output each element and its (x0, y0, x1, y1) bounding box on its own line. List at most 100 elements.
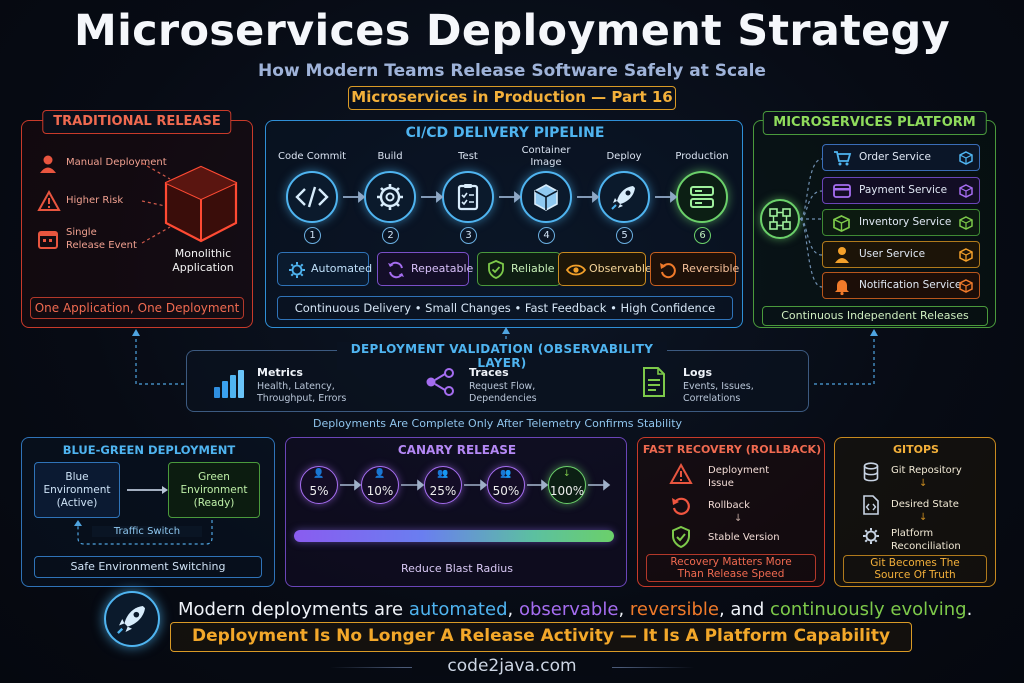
canary-step-10: 👤 10% (361, 466, 399, 504)
service-order: Order Service (822, 144, 980, 171)
stage-test (442, 171, 494, 223)
metrics-detail-2: Throughput, Errors (257, 393, 347, 404)
blue-environment: Blue Environment (Active) (34, 462, 120, 518)
higher-risk-label: Higher Risk (66, 195, 124, 206)
credit-card-icon (833, 184, 851, 198)
service-inventory: Inventory Service (822, 209, 980, 236)
traditional-release-panel: TRADITIONAL RELEASE Manual Deployment Hi… (21, 110, 253, 328)
shield-check-icon (488, 260, 504, 279)
stable-version-label: Stable Version (708, 532, 780, 543)
monolith-label-1: Monolithic (174, 247, 232, 260)
clipboard-check-icon (457, 184, 479, 211)
blue-green-panel: BLUE-GREEN DEPLOYMENT Blue Environment (… (21, 437, 275, 587)
canary-progress-bar (294, 530, 614, 542)
stage-label-build: Build (377, 151, 403, 162)
stage-label-container: Container (521, 145, 571, 156)
canary-release-panel: CANARY RELEASE Reduce Blast Radius (285, 437, 627, 587)
traffic-arrow (127, 486, 168, 494)
page-subtitle: How Modern Teams Release Software Safely… (258, 61, 766, 81)
service-user-label: User Service (859, 248, 926, 260)
blue-green-footer: Safe Environment Switching (34, 556, 262, 578)
service-order-label: Order Service (859, 151, 931, 163)
chip-reliable: Reliable (477, 252, 561, 286)
service-inventory-label: Inventory Service (859, 216, 952, 228)
cube-icon (959, 184, 973, 198)
tagline-observable: observable (518, 599, 619, 620)
stage-deploy (598, 171, 650, 223)
warning-icon (37, 189, 61, 211)
cube-icon (959, 216, 973, 230)
rocket-icon (611, 186, 635, 210)
eye-icon (565, 264, 587, 276)
tagline: Modern deployments are automated, observ… (178, 599, 972, 620)
undo-icon (660, 263, 676, 279)
stage-container-image (520, 171, 572, 223)
container-cube-icon (534, 184, 558, 211)
canary-step-100-label: 100% (549, 484, 585, 498)
chip-reversible-label: Reversible (682, 262, 740, 275)
monolith-connector-arrows (141, 162, 171, 244)
gitops-footer-1: Git Becomes The (870, 557, 960, 569)
traces-detail-2: Dependencies (469, 393, 537, 404)
metrics-detail-1: Health, Latency, (257, 381, 335, 392)
rollback-icon (672, 497, 690, 515)
validation-note: Deployments Are Complete Only After Tele… (312, 417, 683, 430)
stage-number-3: 3 (460, 227, 477, 244)
canary-step-25-label: 25% (429, 484, 457, 498)
cube-icon (959, 279, 973, 293)
chip-automated: Automated (277, 252, 372, 286)
deployment-issue-label-2: Issue (708, 478, 734, 489)
tagline-end: . (966, 599, 973, 620)
chip-reversible: Reversible (650, 252, 740, 286)
service-user: User Service (822, 241, 980, 268)
canary-step-100: ↓ 100% (548, 466, 586, 504)
fast-recovery-footer-1: Recovery Matters More (670, 556, 792, 568)
tagline-automated: automated (408, 599, 508, 620)
service-hub (760, 199, 800, 239)
service-notification: Notification Service (822, 272, 980, 299)
series-label: Microservices in Production — Part 16 (348, 86, 676, 110)
stage-label-image: Image (530, 157, 562, 168)
tagline-prefix: Modern deployments are (178, 599, 409, 620)
arrow-down-icon: ↓ (919, 512, 928, 523)
code-icon (295, 186, 329, 208)
canary-step-5-label: 5% (309, 484, 329, 498)
chip-observable-label: Observable (589, 262, 652, 275)
rocket-badge (104, 591, 160, 647)
stage-label-test: Test (458, 151, 478, 162)
arrow-down-icon: ↓ (734, 513, 743, 524)
traffic-switch-label: Traffic Switch (92, 526, 202, 537)
stage-number-5: 5 (616, 227, 633, 244)
deployment-validation-panel: DEPLOYMENT VALIDATION (OBSERVABILITY LAY… (186, 342, 809, 412)
green-env-line3: (Ready) (193, 497, 235, 509)
green-env-line2: Environment (180, 484, 248, 496)
manual-deployment-label: Manual Deployment (66, 157, 167, 168)
log-document-icon (643, 367, 665, 397)
page-title: Microservices Deployment Strategy (74, 6, 950, 56)
canary-step-50-label: 50% (492, 484, 520, 498)
desired-state-label: Desired State (891, 499, 959, 510)
rocket-icon (117, 606, 145, 634)
pipeline-arrows (343, 191, 678, 203)
fast-recovery-footer: Recovery Matters More Than Release Speed (646, 554, 816, 582)
bell-icon (835, 280, 849, 296)
green-env-line1: Green (198, 471, 230, 483)
single-label: Single (66, 227, 97, 238)
deployment-validation-title: DEPLOYMENT VALIDATION (OBSERVABILITY LAY… (337, 342, 667, 370)
stage-label-deploy: Deploy (606, 151, 642, 162)
cube-icon (959, 248, 973, 262)
rollback-label: Rollback (708, 500, 750, 511)
blue-green-title: BLUE-GREEN DEPLOYMENT (62, 443, 236, 457)
stage-number-1: 1 (304, 227, 321, 244)
traditional-release-title: TRADITIONAL RELEASE (42, 110, 232, 134)
logs-detail-2: Correlations (683, 393, 741, 404)
deployment-issue-label-1: Deployment (708, 465, 770, 476)
database-icon (863, 462, 879, 482)
pipeline-footer: Continuous Delivery • Small Changes • Fa… (277, 296, 733, 320)
chip-repeatable: Repeatable (377, 252, 473, 286)
logs-label: Logs (683, 366, 712, 379)
canary-footer: Reduce Blast Radius (401, 562, 513, 575)
site-label: code2java.com (412, 656, 612, 676)
server-icon (690, 186, 714, 208)
